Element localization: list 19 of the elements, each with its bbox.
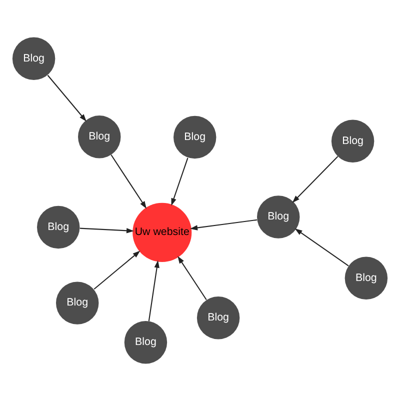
node-circle: Blog	[78, 115, 121, 158]
arrow	[292, 156, 338, 202]
arrow	[80, 227, 134, 233]
node-circle: Blog	[196, 296, 240, 339]
arrow	[47, 74, 87, 122]
node-circle: Blog	[174, 115, 216, 158]
arrow	[148, 260, 160, 321]
node-circle: Blog	[56, 281, 99, 324]
arrow	[190, 218, 258, 230]
arrow	[294, 228, 349, 266]
node-circle: Blog	[12, 36, 56, 80]
arrow	[178, 255, 207, 300]
node-circle: Blog	[331, 119, 374, 162]
node-circle: Blog	[37, 205, 80, 248]
arrow	[110, 154, 147, 208]
node-circle: Blog	[124, 320, 168, 364]
arrow	[94, 250, 140, 290]
node-circle: Blog	[344, 256, 388, 299]
arrow	[171, 157, 188, 206]
